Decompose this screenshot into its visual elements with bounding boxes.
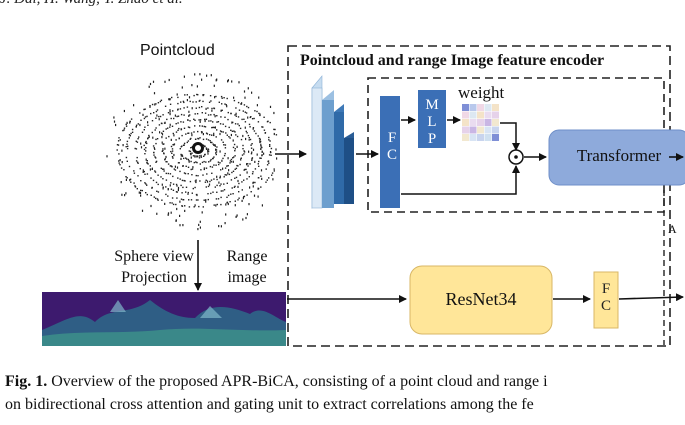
encoder-inner-box — [367, 77, 665, 213]
transformer-box — [548, 129, 685, 186]
arrow-fc2-out — [618, 293, 684, 302]
pointcloud-title: Pointcloud — [140, 42, 215, 59]
encoder-title: Pointcloud and range Image feature encod… — [300, 52, 605, 69]
cnn-stack-icon — [311, 75, 354, 209]
resnet-box — [409, 265, 553, 335]
mlp-box — [418, 90, 446, 148]
edge-label: A — [668, 222, 677, 236]
arrow-weight-to-gate — [500, 122, 520, 151]
encoder-outer-box — [287, 45, 671, 347]
fc2-box — [593, 271, 619, 329]
pointcloud-image — [106, 73, 278, 231]
fc-label: F C — [386, 130, 397, 163]
caption-text-1: Overview of the proposed APR-BiCA, consi… — [51, 373, 548, 390]
arrow-fc-to-gate — [401, 165, 520, 195]
mlp-label: M L P — [425, 97, 439, 147]
figure-caption: Fig. 1. Overview of the proposed APR-BiC… — [5, 370, 685, 416]
weight-label: weight — [458, 83, 505, 102]
fc2-label: F C — [600, 281, 611, 314]
caption-line-2: on bidirectional cross attention and gat… — [5, 396, 534, 413]
weight-matrix-icon — [462, 104, 499, 141]
resnet-label: ResNet34 — [445, 289, 517, 309]
fc-box — [380, 96, 400, 208]
projection-label: Sphere view Projection — [114, 248, 194, 286]
range-image-strip — [42, 292, 286, 346]
range-image-label: Range image — [226, 248, 268, 286]
transformer-label: Transformer — [576, 146, 662, 165]
caption-line-1: Fig. 1. Overview of the proposed APR-BiC… — [5, 370, 685, 393]
figure-number: Fig. 1. — [5, 373, 48, 390]
running-header: J. Dai, H. Wang, Y. Zhao et al. — [0, 0, 183, 8]
